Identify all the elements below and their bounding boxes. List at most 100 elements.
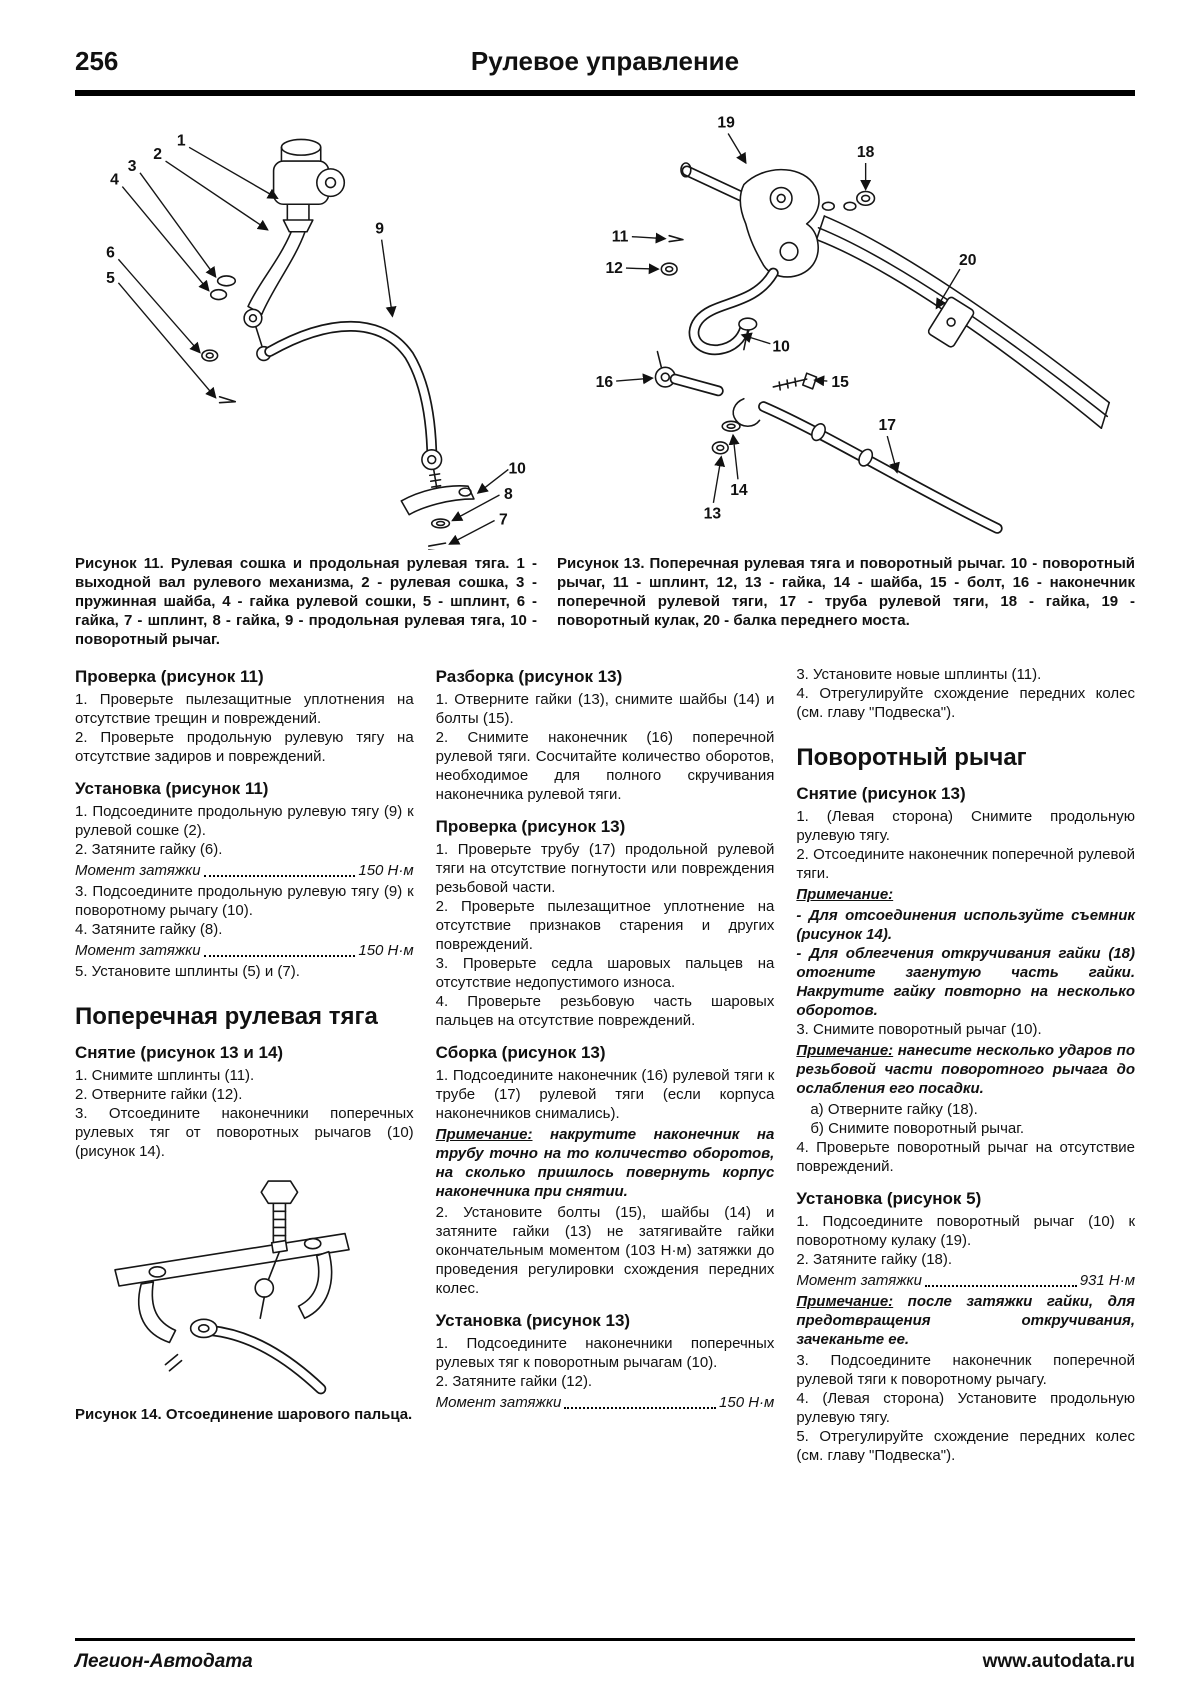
subsection-heading: Снятие (рисунок 13 и 14) bbox=[75, 1043, 284, 1062]
puller-tool-art bbox=[114, 1180, 350, 1395]
page-header: 256 Рулевое управление bbox=[75, 46, 1135, 82]
subsection-heading: Снятие (рисунок 13) bbox=[796, 784, 966, 803]
paragraph: 1. Подсоедините наконечник (16) рулевой … bbox=[435, 1067, 775, 1122]
subsection-heading: Установка (рисунок 11) bbox=[75, 779, 269, 798]
paragraph: 2. Затяните гайку (18). bbox=[796, 1251, 953, 1268]
figure-11-caption: Рисунок 11. Рулевая сошка и продольная р… bbox=[75, 555, 537, 648]
paragraph: 2. Затяните гайку (6). bbox=[75, 841, 223, 858]
paragraph: 2. Установите болты (15), шайбы (14) и з… bbox=[435, 1204, 775, 1297]
page-number: 256 bbox=[75, 46, 119, 76]
steering-linkage-art bbox=[201, 138, 475, 553]
paragraph: 1. Подсоедините поворотный рычаг (10) к … bbox=[796, 1213, 1136, 1249]
paragraph: 1. Подсоедините наконечники поперечных р… bbox=[435, 1335, 775, 1371]
figure-13: 19 18 11 12 10 20 16 15 17 14 13 Рисунок… bbox=[557, 108, 1135, 649]
note: Примечание: после затяжки гайки, для пре… bbox=[796, 1293, 1136, 1348]
callout-leaders bbox=[616, 133, 961, 503]
paragraph: 3. Снимите поворотный рычаг (10). bbox=[796, 1021, 1042, 1038]
callout-label: 19 bbox=[717, 115, 735, 132]
paragraph: 1. Подсоедините продольную рулевую тягу … bbox=[75, 803, 414, 839]
figure-14 bbox=[77, 1171, 387, 1403]
figure-caption: Рисунок 14. Отсоединение шарового пальца… bbox=[75, 1406, 413, 1423]
callout-label: 4 bbox=[110, 172, 119, 189]
callout-label: 8 bbox=[504, 486, 513, 503]
callout-label: 2 bbox=[153, 146, 162, 163]
subsection-heading: Проверка (рисунок 11) bbox=[75, 667, 264, 686]
paragraph: 3. Подсоедините продольную рулевую тягу … bbox=[75, 883, 414, 919]
callout-label: 10 bbox=[508, 460, 526, 477]
paragraph: 2. Отверните гайки (12). bbox=[75, 1086, 243, 1103]
section-title: Поворотный рычаг bbox=[796, 744, 1027, 771]
callout-label: 12 bbox=[605, 260, 623, 277]
section-title: Поперечная рулевая тяга bbox=[75, 1003, 378, 1030]
figure-11-drawing-box: 1 2 3 4 6 5 9 10 8 7 bbox=[75, 108, 537, 553]
figure-11-drawing: 1 2 3 4 6 5 9 10 8 7 bbox=[106, 132, 526, 553]
note-heading: Примечание: bbox=[796, 886, 894, 903]
callout-label: 10 bbox=[772, 339, 790, 356]
note-item: - Для облегчения откручивания гайки (18)… bbox=[796, 945, 1136, 1019]
figure-13-drawing-box: 19 18 11 12 10 20 16 15 17 14 13 bbox=[557, 108, 1135, 550]
subsection-heading: Установка (рисунок 13) bbox=[435, 1311, 631, 1330]
paragraph: 1. Проверьте трубу (17) продольной рулев… bbox=[435, 841, 775, 896]
callout-label: 11 bbox=[612, 229, 629, 246]
paragraph: 4. Отрегулируйте схождение передних коле… bbox=[796, 685, 1136, 721]
text-column-2: Разборка (рисунок 13)1. Отверните гайки … bbox=[436, 665, 775, 1465]
figure-11: 1 2 3 4 6 5 9 10 8 7 Рисунок 11. Рулевая… bbox=[75, 108, 537, 649]
paragraph: 1. (Левая сторона) Снимите продольную ру… bbox=[796, 808, 1136, 844]
subsection-heading: Проверка (рисунок 13) bbox=[435, 817, 626, 836]
callout-label: 16 bbox=[596, 374, 614, 391]
callout-label: 1 bbox=[177, 132, 186, 149]
paragraph: а) Отверните гайку (18). bbox=[810, 1101, 978, 1118]
figures-row: 1 2 3 4 6 5 9 10 8 7 Рисунок 11. Рулевая… bbox=[75, 108, 1135, 649]
figure-14-drawing bbox=[114, 1180, 350, 1395]
paragraph: 4. Проверьте резьбовую часть шаровых пал… bbox=[435, 993, 775, 1029]
paragraph: 1. Отверните гайки (13), снимите шайбы (… bbox=[435, 691, 775, 727]
figure-13-caption: Рисунок 13. Поперечная рулевая тяга и по… bbox=[557, 555, 1135, 629]
page-footer: Легион-Автодата www.autodata.ru bbox=[75, 1638, 1135, 1673]
callout-label: 15 bbox=[831, 374, 849, 391]
paragraph: 3. Установите новые шплинты (11). bbox=[796, 666, 1042, 683]
subsection-heading: Сборка (рисунок 13) bbox=[435, 1043, 606, 1062]
callout-label: 5 bbox=[106, 270, 115, 287]
callout-label: 6 bbox=[106, 244, 115, 261]
paragraph: 3. Проверьте седла шаровых пальцев на от… bbox=[435, 955, 775, 991]
paragraph: 5. Отрегулируйте схождение передних коле… bbox=[796, 1428, 1136, 1464]
paragraph: 2. Затяните гайки (12). bbox=[435, 1373, 593, 1390]
tie-rod-knuckle-art bbox=[654, 162, 1111, 534]
callout-label: 9 bbox=[375, 221, 384, 238]
callout-leaders bbox=[117, 146, 509, 545]
paragraph: 3. Отсоедините наконечники поперечных ру… bbox=[75, 1105, 414, 1160]
website-url: www.autodata.ru bbox=[982, 1651, 1135, 1672]
paragraph: 3. Подсоедините наконечник поперечной ру… bbox=[796, 1352, 1136, 1388]
subsection-heading: Установка (рисунок 5) bbox=[796, 1189, 982, 1208]
page-title: Рулевое управление bbox=[470, 46, 740, 76]
note-item: - Для отсоединения используйте съемник (… bbox=[796, 907, 1136, 943]
paragraph: 4. Проверьте поворотный рычаг на отсутст… bbox=[796, 1139, 1136, 1175]
paragraph: 2. Отсоедините наконечник поперечной рул… bbox=[796, 846, 1136, 882]
publisher-name: Легион-Автодата bbox=[75, 1651, 253, 1672]
callout-label: 7 bbox=[499, 511, 508, 528]
note: Примечание: накрутите наконечник на труб… bbox=[435, 1126, 775, 1200]
figure-13-drawing: 19 18 11 12 10 20 16 15 17 14 13 bbox=[596, 115, 1111, 534]
paragraph: 2. Проверьте продольную рулевую тягу на … bbox=[75, 729, 414, 765]
text-column-1: Проверка (рисунок 11) 1. Проверьте пылеза… bbox=[75, 665, 414, 1465]
paragraph: 2. Снимите наконечник (16) поперечной ру… bbox=[435, 729, 775, 803]
paragraph: 4. Затяните гайку (8). bbox=[75, 921, 223, 938]
paragraph: 4. (Левая сторона) Установите продольную… bbox=[796, 1390, 1136, 1426]
callout-label: 14 bbox=[730, 482, 748, 499]
paragraph: 1. Проверьте пылезащитные уплотнения на … bbox=[75, 691, 414, 727]
note: Примечание: нанесите несколько ударов по… bbox=[796, 1042, 1136, 1097]
header-rule bbox=[75, 90, 1135, 96]
paragraph: 2. Проверьте пылезащитное уплотнение на … bbox=[435, 898, 775, 953]
paragraph: 5. Установите шплинты (5) и (7). bbox=[75, 963, 300, 980]
callout-label: 3 bbox=[128, 158, 137, 175]
paragraph: 1. Снимите шплинты (11). bbox=[75, 1067, 255, 1084]
callout-label: 13 bbox=[704, 506, 722, 523]
callout-labels: 19 18 11 12 10 20 16 15 17 14 13 bbox=[596, 115, 977, 523]
text-column-3: 3. Установите новые шплинты (11). 4. Отре… bbox=[796, 665, 1135, 1465]
footer-rule bbox=[75, 1638, 1135, 1641]
callout-label: 18 bbox=[857, 144, 875, 161]
